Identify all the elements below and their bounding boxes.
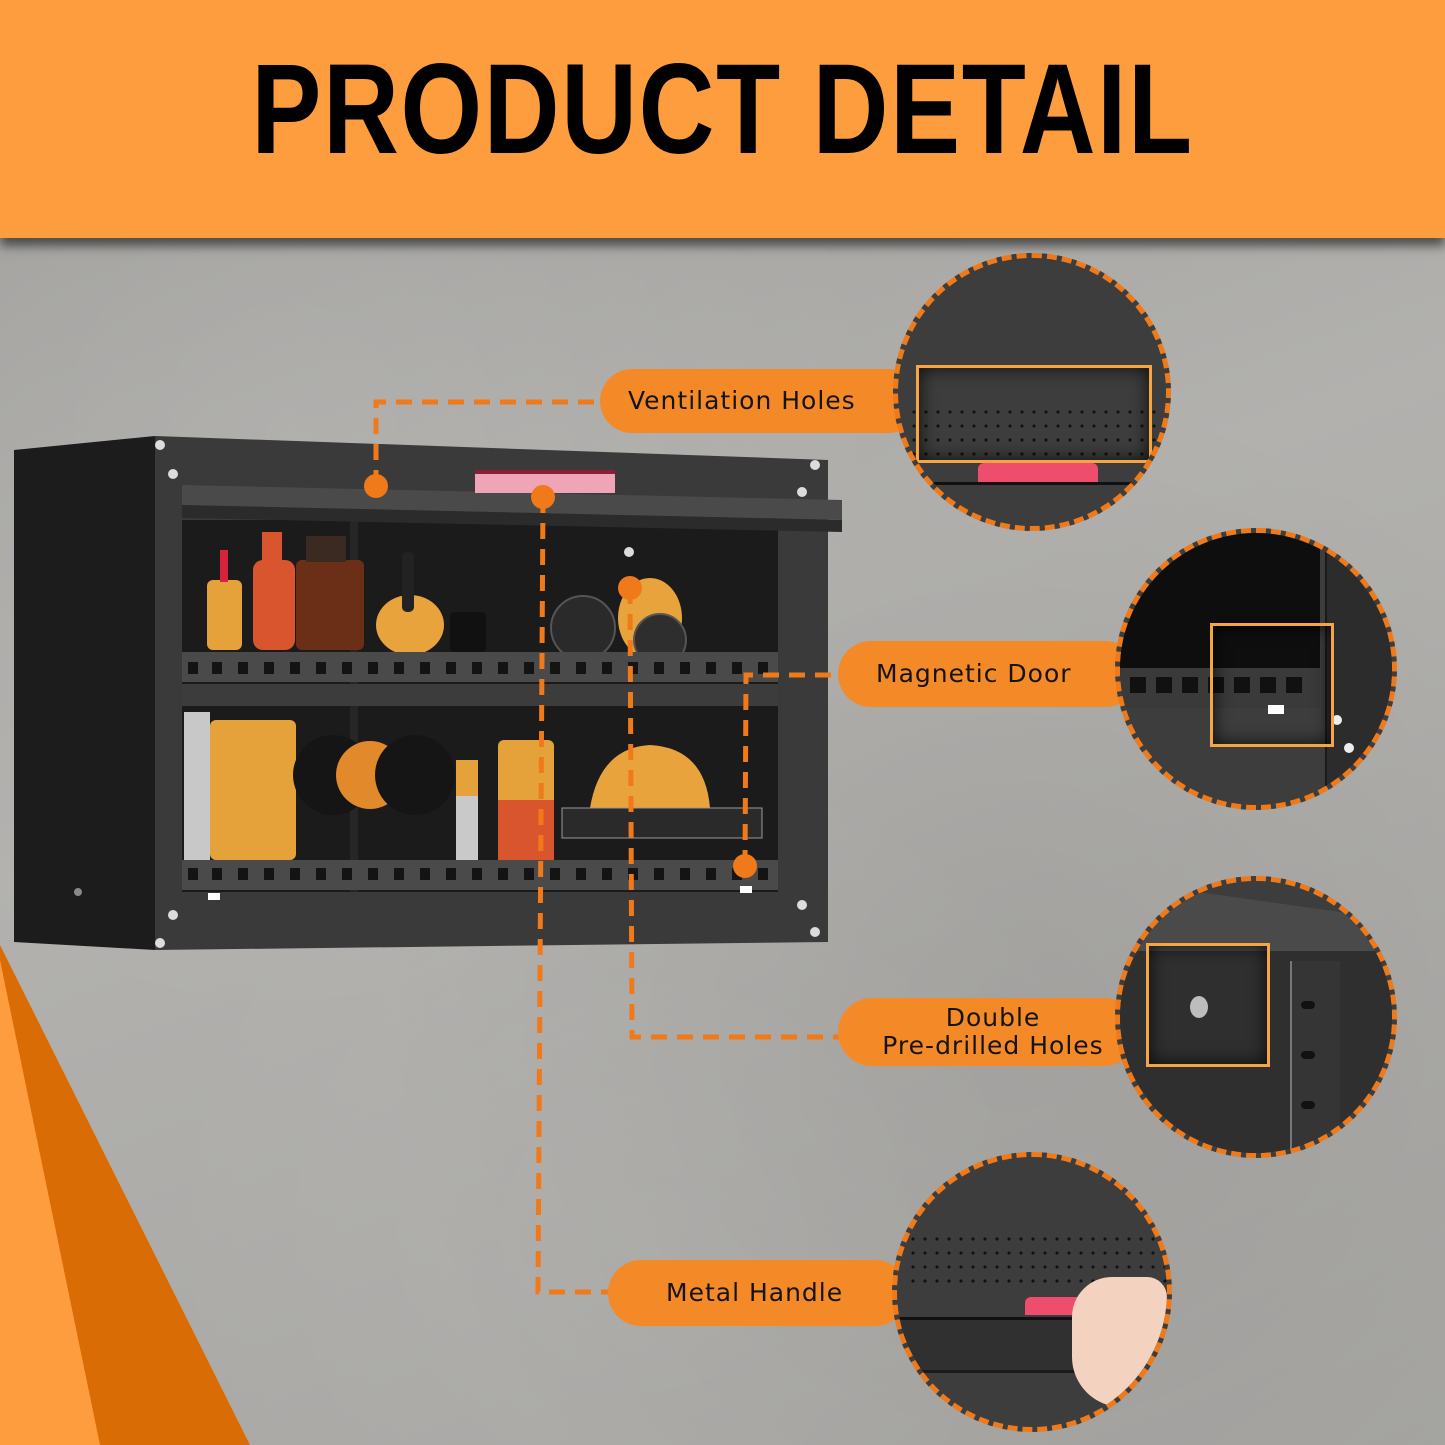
- ventilation-holes-detail-icon: [893, 253, 1171, 531]
- ventilation-anchor-dot: [364, 474, 388, 498]
- pre-drilled-holes-label: Double Pre-drilled Holes: [838, 998, 1138, 1066]
- magnetic-door-label: Magnetic Door: [838, 641, 1138, 707]
- page-title: PRODUCT DETAIL: [251, 37, 1194, 181]
- ventilation-holes-label: Ventilation Holes: [600, 369, 920, 433]
- magnetic-door-text: Magnetic Door: [876, 659, 1072, 688]
- handle-anchor-dot: [531, 485, 555, 509]
- header-banner: PRODUCT DETAIL: [0, 0, 1445, 238]
- handle-pink-icon: [978, 463, 1098, 483]
- pre-drilled-holes-text-line1: Double: [945, 1003, 1041, 1032]
- pre-drilled-holes-text-line2: Pre-drilled Holes: [882, 1031, 1104, 1060]
- pre-drilled-holes-detail-icon: [1115, 876, 1397, 1158]
- magnetic-anchor-dot: [733, 854, 757, 878]
- metal-handle-detail-icon: [892, 1152, 1172, 1432]
- metal-handle-label: Metal Handle: [608, 1260, 908, 1326]
- hand-icon: [1072, 1277, 1167, 1407]
- metal-handle-text: Metal Handle: [666, 1278, 844, 1307]
- magnetic-door-detail-icon: [1115, 528, 1397, 810]
- predrilled-anchor-dot: [618, 576, 642, 600]
- ventilation-holes-text: Ventilation Holes: [628, 386, 856, 415]
